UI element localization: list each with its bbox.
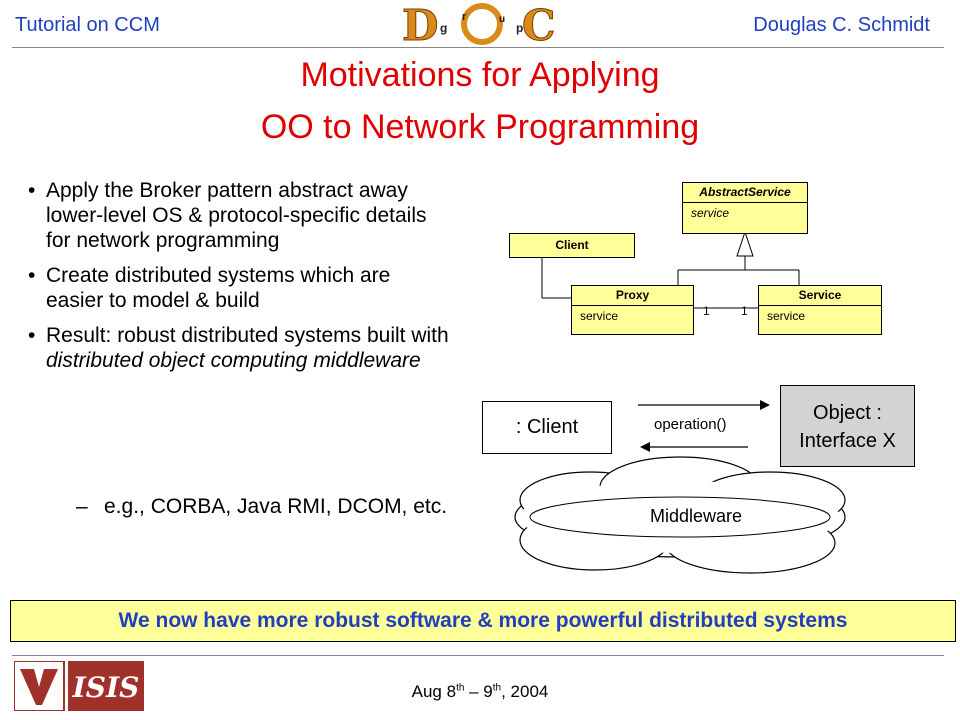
sub-bullet-dash: – xyxy=(76,495,88,518)
uml-class-name: Service xyxy=(759,286,881,306)
bullet-item: Result: robust distributed systems built… xyxy=(28,323,453,373)
uml-abstractservice-class: AbstractService service xyxy=(682,182,808,234)
svg-text:D: D xyxy=(402,2,438,46)
bullet-item: Create distributed systems which are eas… xyxy=(28,263,453,313)
header-course-title: Tutorial on CCM xyxy=(15,14,160,36)
footer-date-start: Aug 8 xyxy=(411,682,457,701)
operation-label: operation() xyxy=(654,416,727,433)
footer-date-sup1: th xyxy=(456,682,465,694)
middleware-label: Middleware xyxy=(650,506,743,526)
object-interface: Interface X xyxy=(799,430,896,452)
sub-bullet: – e.g., CORBA, Java RMI, DCOM, etc. xyxy=(76,494,464,519)
bullet-emphasis: distributed object computing middleware xyxy=(46,349,421,372)
svg-text:g: g xyxy=(440,21,447,35)
svg-text:r: r xyxy=(462,11,467,23)
slide-title-line1: Motivations for Applying xyxy=(300,56,660,94)
interaction-arrows xyxy=(638,400,770,452)
uml-service-class: Service service xyxy=(758,285,882,335)
summary-banner: We now have more robust software & more … xyxy=(10,600,956,642)
bullet-item: Apply the Broker pattern abstract away l… xyxy=(28,178,453,253)
multiplicity-right: 1 xyxy=(741,304,748,318)
footer-date-mid: – 9 xyxy=(464,682,493,701)
uml-class-name: Client xyxy=(555,238,589,252)
uml-class-operation: service xyxy=(691,206,730,220)
bullet-text: Apply the Broker pattern abstract away l… xyxy=(46,179,427,252)
sub-bullet-text: e.g., CORBA, Java RMI, DCOM, etc. xyxy=(104,495,448,518)
header-author: Douglas C. Schmidt xyxy=(753,14,930,36)
svg-text:ISIS: ISIS xyxy=(72,671,140,704)
isis-logo: ISIS xyxy=(14,661,144,711)
uml-proxy-class: Proxy service xyxy=(571,285,694,335)
slide-title-line2: OO to Network Programming xyxy=(260,108,700,146)
client-object-box: : Client xyxy=(482,401,612,454)
uml-class-name: AbstractService xyxy=(683,183,807,203)
footer-date: Aug 8th – 9th, 2004 xyxy=(0,682,960,702)
middleware-cloud xyxy=(514,456,846,574)
footer-date-end: , 2004 xyxy=(501,682,549,701)
uml-class-name: Proxy xyxy=(572,286,693,306)
bullet-list: Apply the Broker pattern abstract away l… xyxy=(28,178,453,383)
svg-text:u: u xyxy=(499,14,505,25)
multiplicity-left: 1 xyxy=(703,304,710,318)
bullet-text: Create distributed systems which are eas… xyxy=(46,264,391,312)
uml-class-operation: service xyxy=(767,309,806,323)
svg-text:p: p xyxy=(516,21,523,35)
object-box: Object : Interface X xyxy=(780,385,915,467)
footer-date-sup2: th xyxy=(492,682,502,694)
header-divider xyxy=(12,47,944,48)
doc-group-logo: D C g r u p xyxy=(402,2,556,46)
object-name: Object : xyxy=(813,402,882,424)
uml-connectors xyxy=(541,230,800,309)
uml-class-operation: service xyxy=(580,309,619,323)
footer-divider xyxy=(12,655,944,656)
bullet-text: Result: robust distributed systems built… xyxy=(46,324,449,347)
svg-text:C: C xyxy=(522,2,555,46)
uml-client-class: Client xyxy=(509,233,635,258)
